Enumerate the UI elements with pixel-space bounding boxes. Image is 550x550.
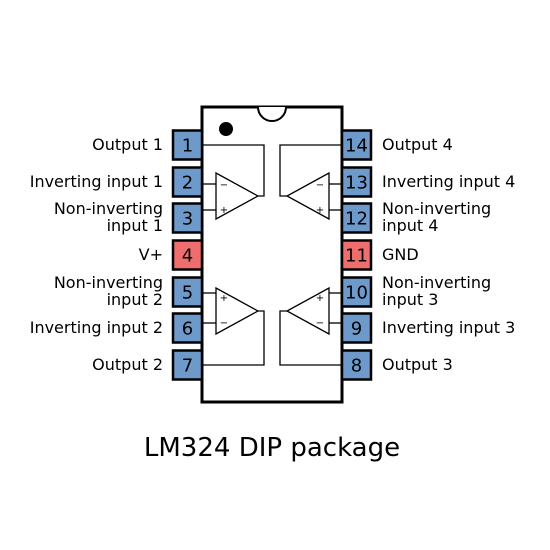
pin-6-number: 6 <box>182 319 193 340</box>
ic-body <box>200 105 344 404</box>
op-amp-1-symbol <box>215 171 260 221</box>
pin-3-number: 3 <box>182 209 193 230</box>
pin-10-box <box>340 276 373 308</box>
pin-6: 6 Inverting input 2 <box>30 312 204 344</box>
op-amp-4-symbol <box>285 171 330 221</box>
pin-2-number: 2 <box>182 173 193 194</box>
pin-12-label: input 4 <box>382 216 438 235</box>
pin-9: 9 Inverting input 3 <box>340 312 515 344</box>
pin-6-label: Inverting input 2 <box>30 318 163 337</box>
pin-5-label: Non-inverting <box>54 273 163 292</box>
pin1-notch <box>257 106 287 122</box>
op-amps <box>215 171 330 336</box>
op-amp-3-sign: − <box>316 180 324 191</box>
pin-1-number: 1 <box>182 136 193 157</box>
op-amp-3-symbol <box>285 286 330 336</box>
pin-1-label: Output 1 <box>92 135 163 154</box>
op-amp-3-sign: + <box>316 205 324 216</box>
pin-7-number: 7 <box>182 356 193 377</box>
pin-5-number: 5 <box>182 283 193 304</box>
op-amp-1-sign: − <box>220 180 228 191</box>
pin-13-box <box>340 166 373 198</box>
op-amp-1-sign: + <box>220 205 228 216</box>
diagram-caption: LM324 DIP package <box>144 433 400 463</box>
pin-3-label: Non-inverting <box>54 199 163 218</box>
pin-2: 2 Inverting input 1 <box>30 166 204 198</box>
pin-14-label: Output 4 <box>382 135 453 154</box>
pin-5-label: input 2 <box>107 290 163 309</box>
pin-4-number: 4 <box>182 246 193 267</box>
pin-7: 7 Output 2 <box>92 349 204 381</box>
pin-11-label: GND <box>382 245 419 264</box>
pin-8: 8 Output 3 <box>340 349 453 381</box>
pin-5-box <box>171 276 204 308</box>
pin-12-label: Non-inverting <box>382 199 491 218</box>
pin-12-box <box>340 202 373 234</box>
pin-3-label: input 1 <box>107 216 163 235</box>
pin-9-label: Inverting input 3 <box>382 318 515 337</box>
pin-10-number: 10 <box>345 283 368 304</box>
internal-wiring <box>202 144 342 366</box>
pin-10-label: Non-inverting <box>382 273 491 292</box>
pin-2-label: Inverting input 1 <box>30 172 163 191</box>
pin-8-number: 8 <box>351 356 362 377</box>
pin-13: 13 Inverting input 4 <box>340 166 515 198</box>
pin-7-box <box>171 349 204 381</box>
pin-4-label: V+ <box>139 245 163 264</box>
pin-6-box <box>171 312 204 344</box>
pin-1: 1 Output 1 <box>92 129 204 161</box>
pin-11-number: 11 <box>345 246 368 267</box>
pin-14-box <box>340 129 373 161</box>
pin-11: 11 GND <box>340 239 419 271</box>
pin-7-label: Output 2 <box>92 355 163 374</box>
pin-9-box <box>340 312 373 344</box>
op-amp-2-sign: − <box>220 318 228 329</box>
pin-3-box <box>171 202 204 234</box>
pin-14-number: 14 <box>345 136 368 157</box>
op-amp-4-sign: + <box>316 293 324 304</box>
pin-12-number: 12 <box>345 209 368 230</box>
pin1-marker-dot <box>219 122 233 136</box>
pin-14: 14 Output 4 <box>340 129 453 161</box>
pin-9-number: 9 <box>351 319 362 340</box>
op-amp-4-sign: − <box>316 318 324 329</box>
pin-13-label: Inverting input 4 <box>382 172 515 191</box>
pin-1-box <box>171 129 204 161</box>
pin-8-label: Output 3 <box>382 355 453 374</box>
pin-8-box <box>340 349 373 381</box>
op-amp-2-symbol <box>215 286 260 336</box>
pin-4-box <box>171 239 204 271</box>
op-amp-2-sign: + <box>220 293 228 304</box>
pin-4: 4 V+ <box>139 239 204 271</box>
pin-11-box <box>340 239 373 271</box>
pin-13-number: 13 <box>345 173 368 194</box>
pin-10-label: input 3 <box>382 290 438 309</box>
pin-2-box <box>171 166 204 198</box>
